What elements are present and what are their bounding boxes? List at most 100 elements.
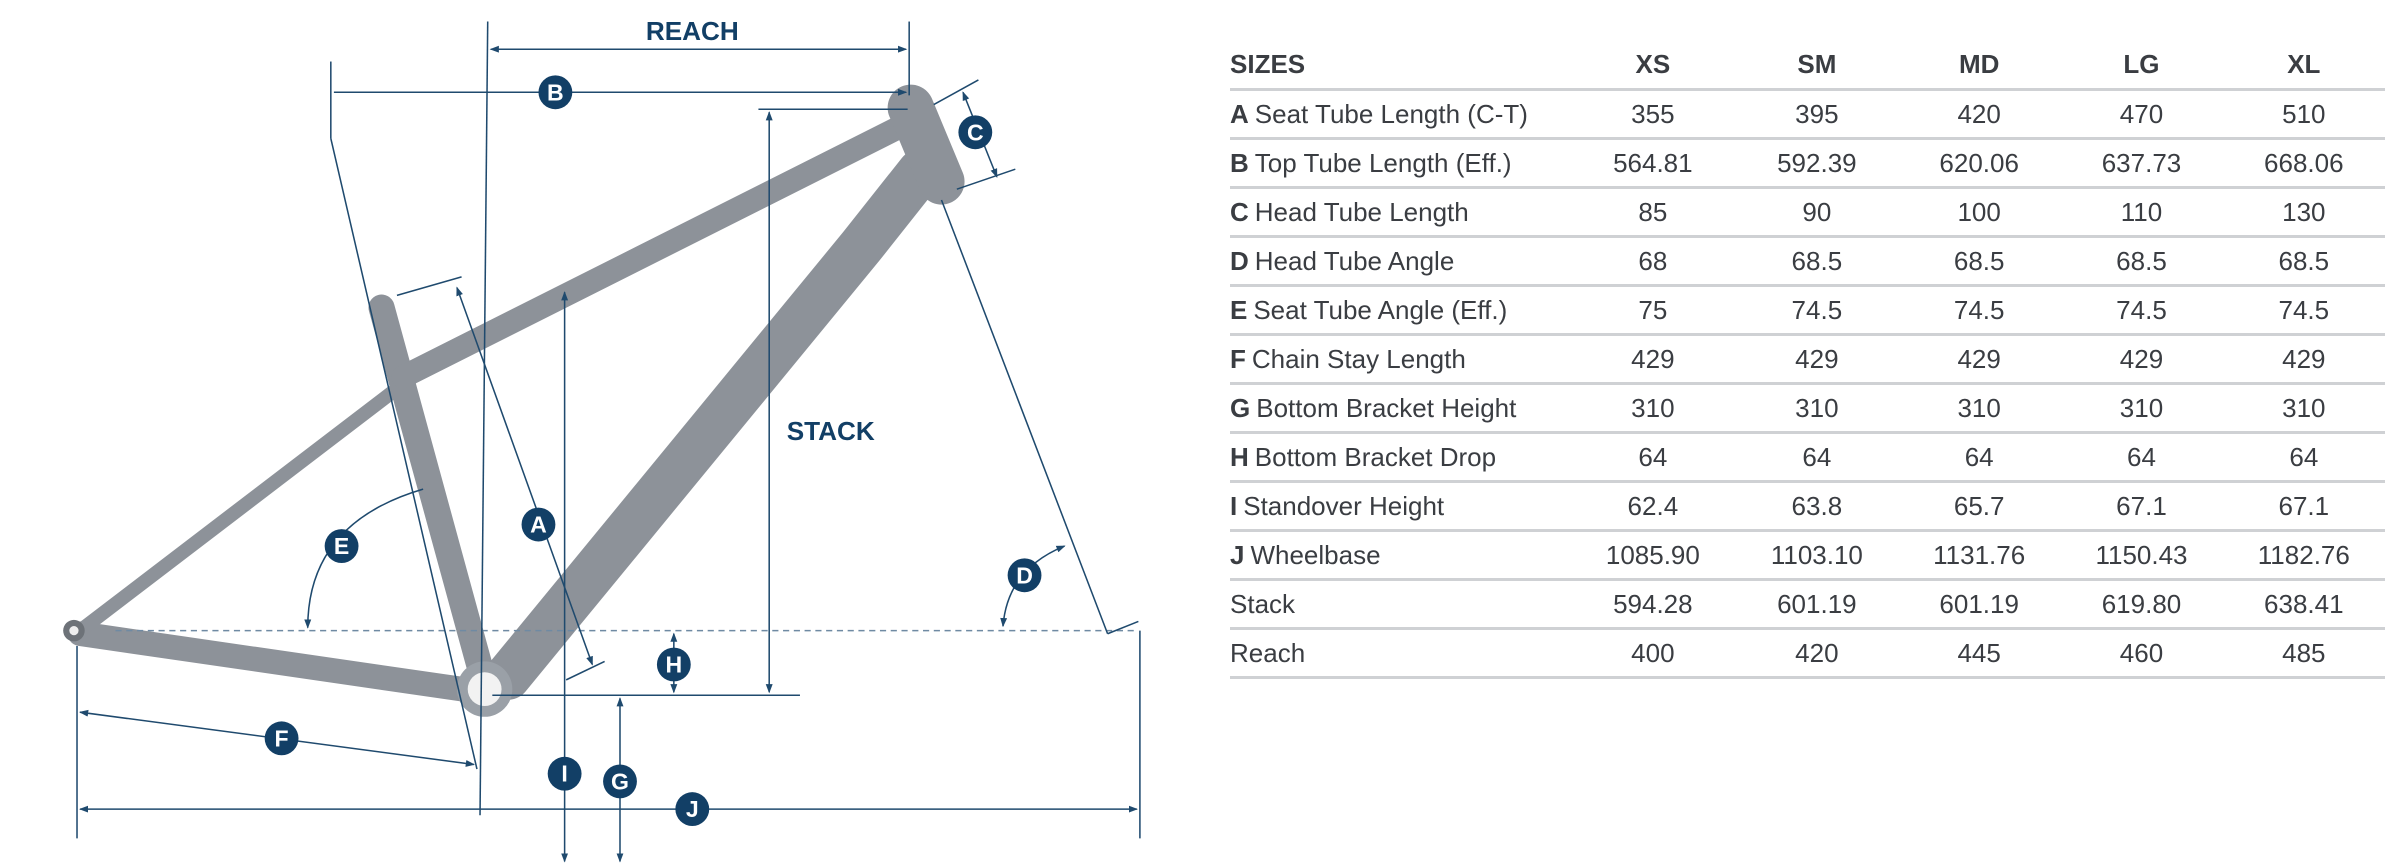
value-cell: 310 <box>2222 382 2385 433</box>
value-cell: 400 <box>1570 627 1736 679</box>
value-cell: 74.5 <box>1898 284 2061 335</box>
row-letter: H <box>1230 441 1249 472</box>
size-header: XS <box>1635 48 1671 79</box>
value-cell: 1182.76 <box>2222 529 2385 580</box>
frame-geometry-diagram: REACH STACK A B C D E F G H I J <box>63 16 1141 863</box>
value-cell: 68.5 <box>2060 235 2223 286</box>
value-cell: 68 <box>1570 235 1736 286</box>
value-cell: 1131.76 <box>1898 529 2061 580</box>
row-label: Head Tube Length <box>1254 196 1469 227</box>
value-cell: 67.1 <box>2222 480 2385 531</box>
marker-e: E <box>324 529 359 563</box>
svg-text:J: J <box>686 796 699 822</box>
row-letter: D <box>1230 245 1249 276</box>
row-label: Stack <box>1230 588 1296 619</box>
value-cell: 601.19 <box>1735 578 1899 629</box>
value-cell: 74.5 <box>1735 284 1899 335</box>
reach-label: REACH <box>646 16 739 46</box>
marker-f: F <box>264 721 299 756</box>
value-cell: 62.4 <box>1570 480 1736 531</box>
svg-text:E: E <box>334 533 349 559</box>
svg-text:G: G <box>611 768 629 794</box>
value-cell: 64 <box>1735 431 1899 482</box>
value-cell: 637.73 <box>2060 137 2223 188</box>
value-cell: 68.5 <box>1898 235 2061 286</box>
value-cell: 65.7 <box>1898 480 2061 531</box>
marker-g: G <box>603 764 637 799</box>
row-label: Top Tube Length (Eff.) <box>1254 147 1512 178</box>
value-cell: 429 <box>1570 333 1736 384</box>
row-label: Head Tube Angle <box>1254 245 1455 276</box>
value-cell: 429 <box>2060 333 2223 384</box>
value-cell: 620.06 <box>1898 137 2061 188</box>
value-cell: 64 <box>2222 431 2385 482</box>
value-cell: 619.80 <box>2060 578 2223 629</box>
value-cell: 310 <box>1570 382 1736 433</box>
svg-text:I: I <box>561 761 567 787</box>
marker-c: C <box>958 115 993 150</box>
size-header: LG <box>2123 48 2160 79</box>
value-cell: 485 <box>2222 627 2385 679</box>
value-cell: 130 <box>2222 186 2385 237</box>
value-cell: 74.5 <box>2222 284 2385 335</box>
value-cell: 564.81 <box>1570 137 1736 188</box>
value-cell: 68.5 <box>1735 235 1899 286</box>
svg-text:D: D <box>1016 562 1033 588</box>
value-cell: 110 <box>2060 186 2223 237</box>
stack-label: STACK <box>787 416 875 446</box>
marker-j: J <box>675 792 710 827</box>
size-header: XL <box>2287 48 2321 79</box>
value-cell: 63.8 <box>1735 480 1899 531</box>
value-cell: 429 <box>1898 333 2061 384</box>
size-header: SM <box>1797 48 1837 79</box>
row-label: Chain Stay Length <box>1251 343 1466 374</box>
value-cell: 460 <box>2060 627 2223 679</box>
row-letter: E <box>1230 294 1248 325</box>
marker-i: I <box>547 756 582 791</box>
value-cell: 395 <box>1735 88 1899 139</box>
row-label-cell: Reach <box>1230 627 1570 679</box>
value-cell: 90 <box>1735 186 1899 237</box>
svg-text:H: H <box>666 651 683 677</box>
value-cell: 638.41 <box>2222 578 2385 629</box>
svg-text:B: B <box>547 79 564 105</box>
row-label: Bottom Bracket Height <box>1256 392 1517 423</box>
row-label: Wheelbase <box>1250 539 1381 570</box>
value-cell: 100 <box>1898 186 2061 237</box>
value-cell: 68.5 <box>2222 235 2385 286</box>
value-cell: 67.1 <box>2060 480 2223 531</box>
value-cell: 1150.43 <box>2060 529 2223 580</box>
row-label: Bottom Bracket Drop <box>1254 441 1497 472</box>
marker-a: A <box>521 507 556 542</box>
row-label: Seat Tube Length (C-T) <box>1254 98 1528 129</box>
value-cell: 85 <box>1570 186 1736 237</box>
row-label: Standover Height <box>1243 490 1445 521</box>
row-letter: J <box>1230 539 1245 570</box>
value-cell: 420 <box>1735 627 1899 679</box>
value-cell: 64 <box>1570 431 1736 482</box>
value-cell: 445 <box>1898 627 2061 679</box>
value-cell: 592.39 <box>1735 137 1899 188</box>
value-cell: 594.28 <box>1570 578 1736 629</box>
row-letter: F <box>1230 343 1246 374</box>
value-cell: 1103.10 <box>1735 529 1899 580</box>
row-letter: A <box>1230 98 1249 129</box>
svg-text:F: F <box>275 725 289 751</box>
value-cell: 429 <box>2222 333 2385 384</box>
